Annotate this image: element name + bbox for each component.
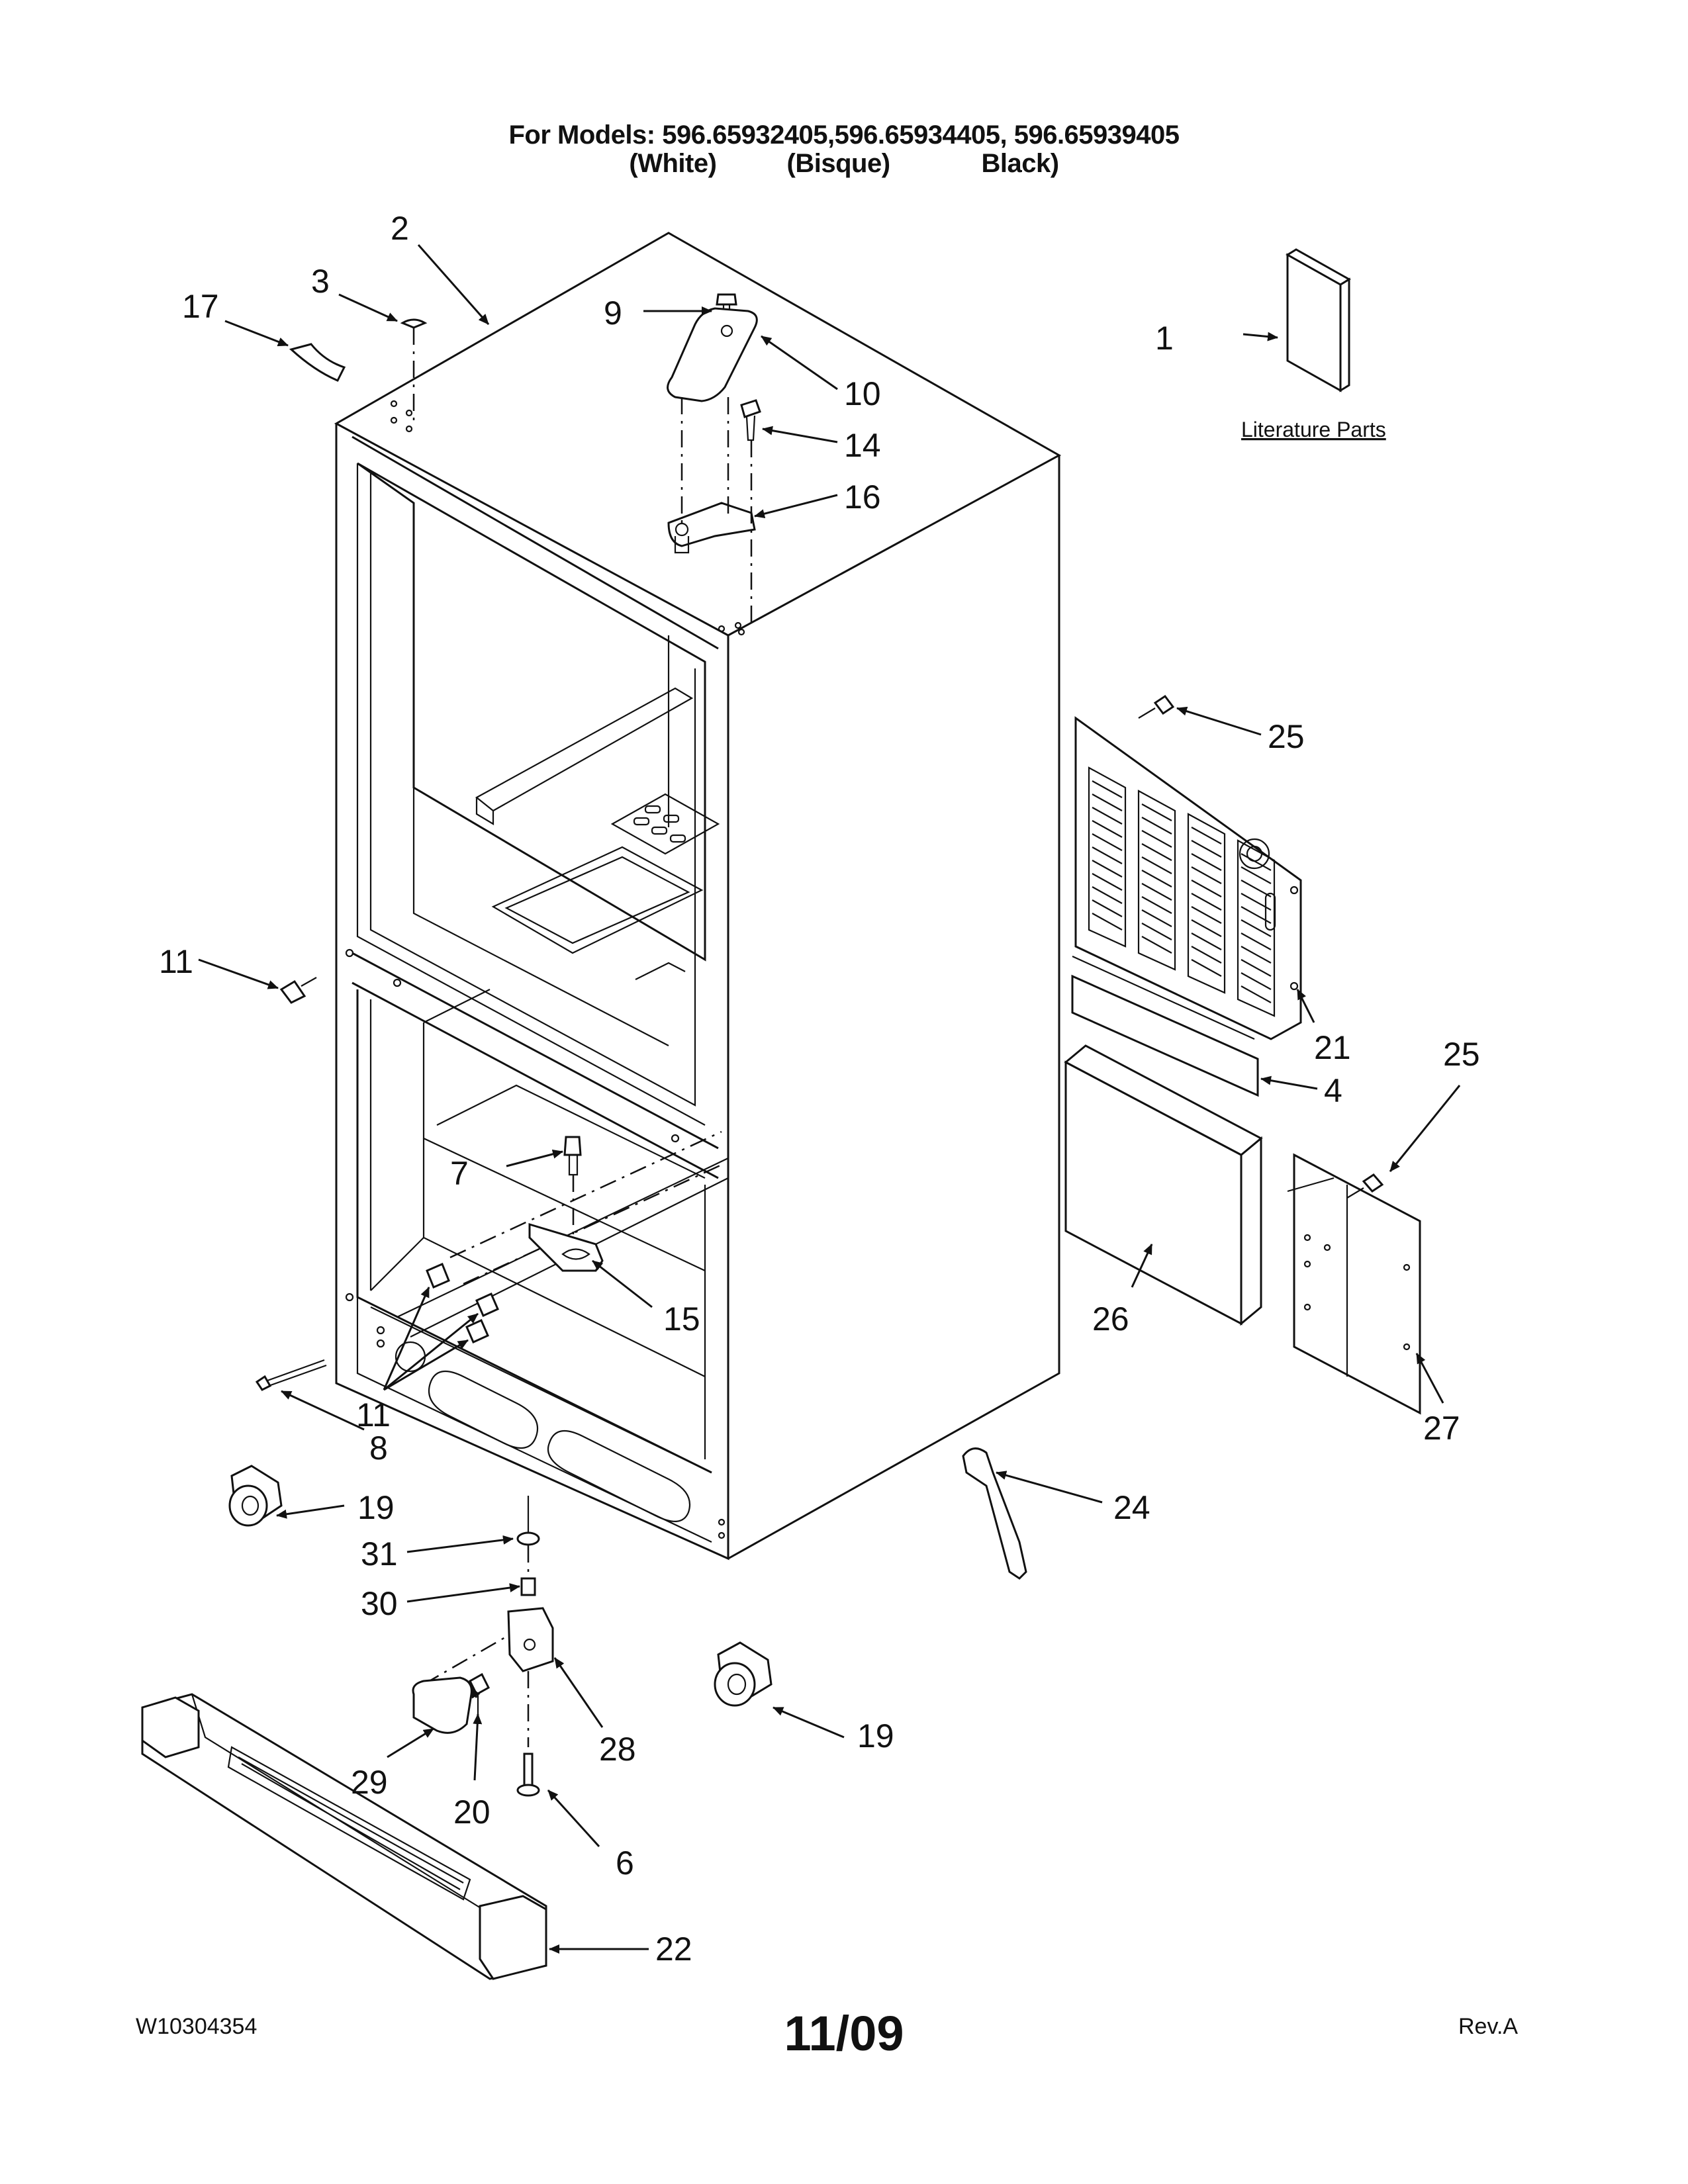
screw-part-25 [1138, 694, 1175, 719]
callout-30: 30 [361, 1585, 398, 1622]
base-grille-part-22 [141, 1693, 547, 1980]
callout-leaders [198, 244, 1461, 1954]
callout-3: 3 [311, 263, 330, 300]
callout-7: 7 [450, 1155, 469, 1192]
screw-part-3 [400, 318, 428, 424]
callout-4: 4 [1324, 1072, 1342, 1109]
callout-8: 8 [369, 1430, 388, 1467]
callout-15: 15 [663, 1300, 700, 1338]
callout-25b: 25 [1443, 1036, 1480, 1073]
revision-label: Rev.A [1458, 2014, 1519, 2039]
callout-9: 9 [604, 295, 622, 332]
date-code: 11/09 [784, 2006, 904, 2061]
screw-part-7 [563, 1136, 582, 1238]
literature-book [1286, 248, 1351, 392]
colors-header: (White) (Bisque) Black) [629, 149, 1059, 178]
callout-numbers: 1 2 3 4 6 7 8 9 10 11 11 14 15 16 17 19 … [159, 210, 1480, 1968]
bracket-part-15 [528, 1222, 604, 1272]
caster-part-19 [228, 1465, 283, 1527]
callout-22: 22 [655, 1931, 692, 1968]
callout-1: 1 [1155, 320, 1174, 357]
access-cover-part-21 [1074, 716, 1302, 1040]
bolt-part-8 [255, 1359, 327, 1391]
callout-17: 17 [182, 288, 219, 325]
callout-28: 28 [599, 1731, 636, 1768]
label-part-17 [289, 343, 346, 382]
models-header: For Models: 596.65932405,596.65934405, 5… [508, 120, 1180, 150]
callout-6: 6 [616, 1844, 634, 1882]
cabinet-drawing [334, 232, 1062, 1561]
caster-part-19b [714, 1641, 773, 1707]
top-hinge-parts [667, 293, 761, 625]
insulation-part-26 [1064, 1044, 1263, 1326]
callout-20: 20 [453, 1794, 491, 1831]
callout-31: 31 [361, 1535, 398, 1572]
callout-25a: 25 [1268, 718, 1305, 755]
screws-part-11 [279, 977, 499, 1343]
literature-parts-label: Literature Parts [1241, 418, 1386, 441]
panel-part-27 [1287, 1153, 1421, 1415]
document-number: W10304354 [136, 2014, 258, 2039]
callout-14: 14 [844, 427, 881, 464]
callout-26: 26 [1092, 1300, 1129, 1338]
callout-19a: 19 [357, 1489, 395, 1526]
callout-2: 2 [391, 210, 409, 247]
callout-11b: 11 [356, 1396, 391, 1433]
callout-16: 16 [844, 478, 881, 516]
handle-part-24 [962, 1447, 1027, 1580]
leveling-assembly [412, 1496, 554, 1797]
callout-11a: 11 [159, 943, 193, 980]
callout-24: 24 [1113, 1489, 1150, 1526]
callout-10: 10 [844, 375, 881, 412]
callout-21: 21 [1314, 1029, 1351, 1066]
callout-29: 29 [351, 1764, 388, 1801]
callout-19b: 19 [857, 1717, 894, 1754]
callout-27: 27 [1423, 1410, 1460, 1447]
strip-part-4 [1071, 955, 1259, 1097]
